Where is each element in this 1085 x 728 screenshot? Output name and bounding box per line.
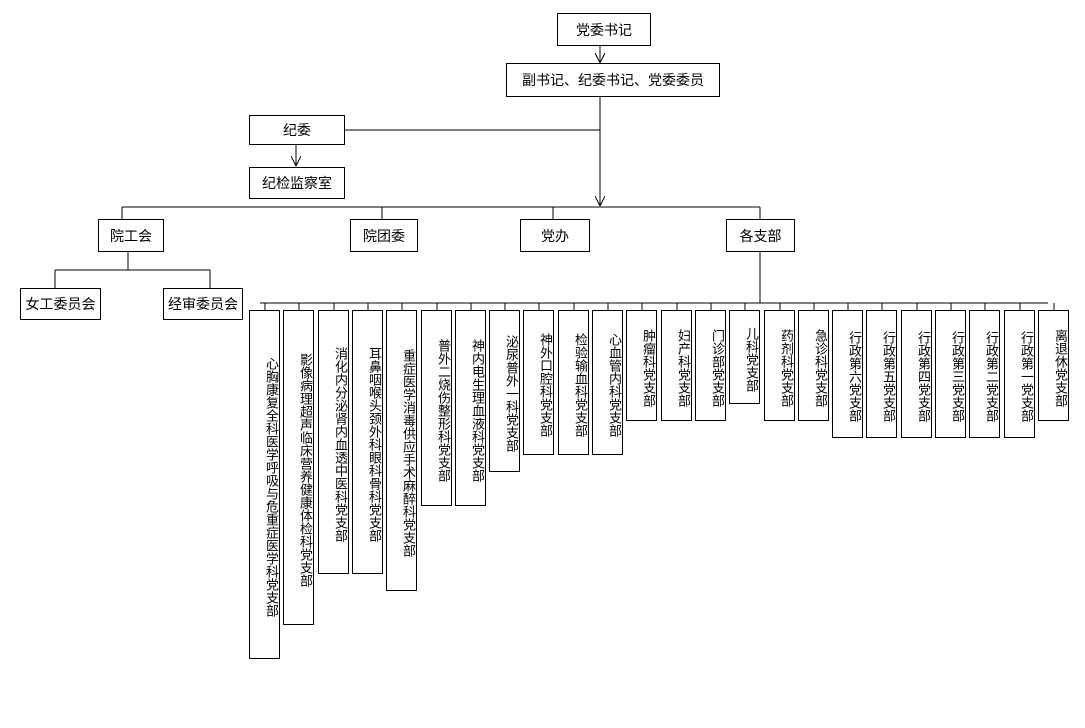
audit-committee-box: 经审委员会 bbox=[163, 288, 243, 320]
branch-box: 药剂科党支部 bbox=[764, 310, 795, 421]
deputy-secretaries-box: 副书记、纪委书记、党委委员 bbox=[506, 63, 720, 97]
branch-box: 妇产科党支部 bbox=[661, 310, 692, 421]
branch-box: 行政第三党支部 bbox=[935, 310, 966, 438]
branch-box: 消化内分泌肾内血透中医科党支部 bbox=[318, 310, 349, 574]
branch-box: 行政第一党支部 bbox=[1004, 310, 1035, 438]
branch-box: 行政第五党支部 bbox=[866, 310, 897, 438]
branch-box: 神内电生理血液科党支部 bbox=[455, 310, 486, 506]
branch-box: 行政第二党支部 bbox=[969, 310, 1000, 438]
branch-box: 普外二烧伤整形科党支部 bbox=[421, 310, 452, 506]
women-committee-box: 女工委员会 bbox=[20, 288, 101, 320]
discipline-committee-box: 纪委 bbox=[249, 115, 345, 145]
branch-box: 儿科党支部 bbox=[729, 310, 760, 404]
branch-box: 影像病理超声临床营养健康体检科党支部 bbox=[283, 310, 314, 625]
branch-box: 神外口腔科党支部 bbox=[523, 310, 554, 455]
branch-box: 门诊部党支部 bbox=[695, 310, 726, 421]
branches-box: 各支部 bbox=[726, 219, 795, 252]
branch-box: 心胸康复全科医学呼吸与危重症医学科党支部 bbox=[249, 310, 280, 659]
branch-box: 急诊科党支部 bbox=[798, 310, 829, 421]
hospital-union-box: 院工会 bbox=[98, 219, 164, 252]
branch-box: 重症医学消毒供应手术麻醉科党支部 bbox=[386, 310, 417, 591]
hospital-youth-league-box: 院团委 bbox=[350, 219, 418, 252]
branch-box: 检验输血科党支部 bbox=[558, 310, 589, 455]
party-office-box: 党办 bbox=[520, 219, 590, 252]
branch-box: 行政第六党支部 bbox=[832, 310, 863, 438]
party-secretary-box: 党委书记 bbox=[557, 13, 651, 46]
discipline-inspection-office-box: 纪检监察室 bbox=[249, 167, 345, 199]
branch-box: 耳鼻咽喉头颈外科眼科骨科党支部 bbox=[352, 310, 383, 574]
branch-box: 肿瘤科党支部 bbox=[626, 310, 657, 421]
branch-box: 心血管内科党支部 bbox=[592, 310, 623, 455]
branch-box: 离退休党支部 bbox=[1038, 310, 1069, 421]
branch-box: 泌尿普外一科党支部 bbox=[489, 310, 520, 472]
branch-box: 行政第四党支部 bbox=[901, 310, 932, 438]
